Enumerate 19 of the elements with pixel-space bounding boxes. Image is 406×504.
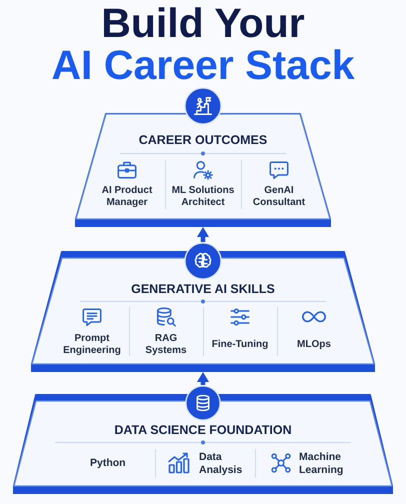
stack-layer [12, 385, 394, 494]
item-label: Prompt Engineering [61, 333, 123, 357]
item-label: RAG Systems [135, 333, 197, 357]
item-label: Fine-Tuning [209, 339, 271, 351]
arrow [197, 227, 209, 242]
title: Build Your AI Career Stack [51, 2, 355, 86]
stack-layer [30, 242, 376, 372]
item-label: AI Product Manager [93, 185, 161, 209]
item-label: Data Analysis [199, 451, 245, 476]
item-label: Python [90, 457, 126, 470]
arrow [197, 372, 209, 385]
item-label: ML Solutions Architect [169, 185, 237, 209]
item-label: MLOps [283, 339, 345, 351]
layer-heading: GENERATIVE AI SKILLS [131, 282, 275, 296]
item-label: Machine Learning [299, 451, 347, 476]
layer-heading: CAREER OUTCOMES [138, 132, 268, 148]
item-label: GenAI Consultant [245, 185, 313, 209]
layer-heading: DATA SCIENCE FOUNDATION [114, 422, 292, 438]
stack-layer [74, 87, 332, 227]
